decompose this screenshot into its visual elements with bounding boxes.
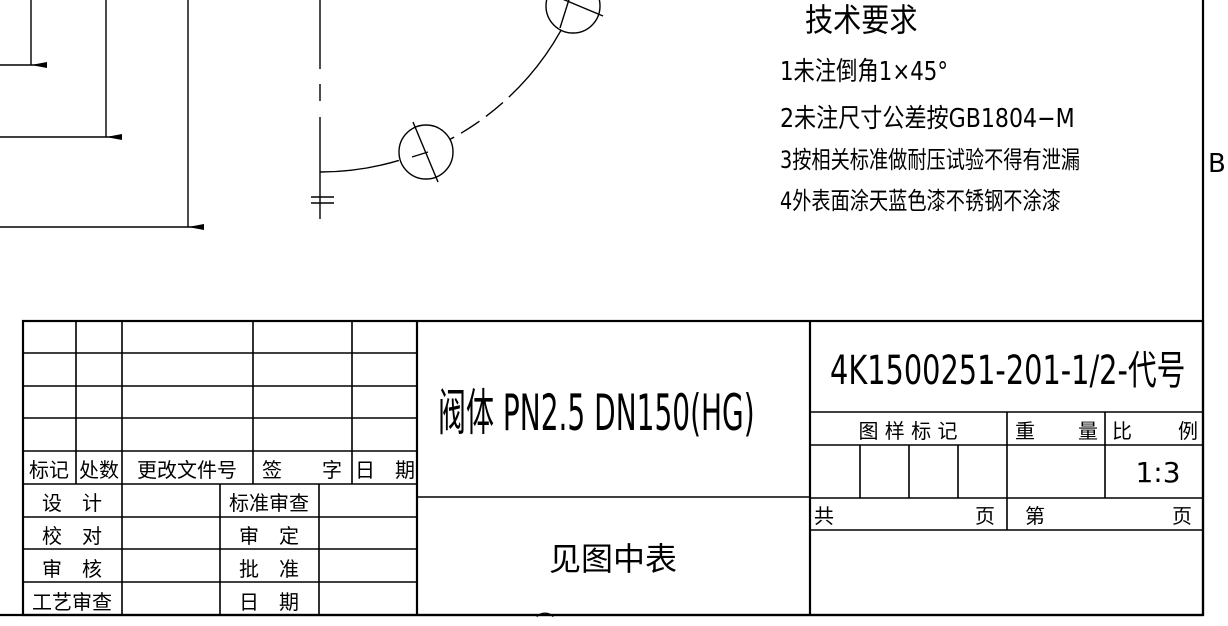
scale-label-a: 比 (1112, 419, 1132, 443)
total-page-label: 页 (975, 504, 995, 528)
header-change-doc: 更改文件号 (137, 458, 237, 482)
label-process-review: 工艺审查 (32, 590, 112, 614)
label-approve-final: 审 定 (239, 524, 299, 548)
header-count: 处数 (79, 458, 119, 482)
technical-requirements: 技术要求 1未注倒角1×45° 2未注尺寸公差按GB1804−M 3按相关标准做… (780, 2, 1080, 215)
label-audit: 审 核 (42, 557, 102, 581)
drawing-number: 4K1500251-201-1/2-代号 (830, 348, 1185, 394)
label-date: 日 期 (239, 590, 299, 614)
tech-req-item: 3按相关标准做耐压试验不得有泄漏 (780, 147, 1080, 175)
bolt-hole-2 (545, 0, 601, 34)
tech-req-item: 4外表面涂天蓝色漆不锈钢不涂漆 (780, 188, 1061, 216)
approval-table: 设 计 标准审查 校 对 审 定 审 核 批 准 工艺审查 日 期 (32, 491, 309, 614)
total-label: 共 (814, 504, 834, 528)
zone-letter: B (1208, 149, 1226, 179)
header-date: 日 期 (355, 458, 415, 482)
label-check: 校 对 (42, 524, 102, 548)
dimension-lines (0, 0, 204, 230)
sheet-page-label: 页 (1172, 504, 1192, 528)
tech-req-item: 2未注尺寸公差按GB1804−M (780, 103, 1075, 133)
bolt-hole-2-axis (562, 0, 604, 17)
break-mark (311, 196, 334, 204)
bolt-hole-2-axis-b (559, 0, 570, 29)
label-design: 设 计 (42, 491, 102, 515)
bolt-circle-arc (319, 5, 574, 173)
tech-req-title: 技术要求 (805, 2, 918, 39)
label-approve: 批 准 (239, 557, 299, 581)
scale-value: 1:3 (1135, 456, 1180, 489)
sample-mark-label: 图 样 标 记 (858, 419, 957, 443)
bolt-hole-1-axis (412, 121, 439, 183)
title-block-labels: 图 样 标 记 重 量 比 例 1:3 共 页 第 页 (814, 419, 1198, 528)
part-name: 阀体 PN2.5 DN150(HG) (438, 383, 755, 442)
weight-label-a: 重 (1015, 419, 1035, 443)
header-mark: 标记 (29, 458, 69, 482)
tech-req-item: 1未注倒角1×45° (780, 56, 948, 87)
weight-label-b: 量 (1078, 419, 1098, 443)
scale-label-b: 例 (1178, 419, 1198, 443)
revision-table-header: 标记 处数 更改文件号 签 字 日 期 (29, 458, 415, 482)
sheet-label: 第 (1025, 504, 1045, 528)
bolt-hole-1-tick (411, 151, 429, 158)
header-signature: 签 字 (262, 458, 342, 482)
title-block-grid (21, 319, 1205, 617)
flange-view (311, 0, 604, 219)
label-standard-review: 标准审查 (229, 491, 309, 515)
material: 见图中表 (549, 540, 677, 578)
